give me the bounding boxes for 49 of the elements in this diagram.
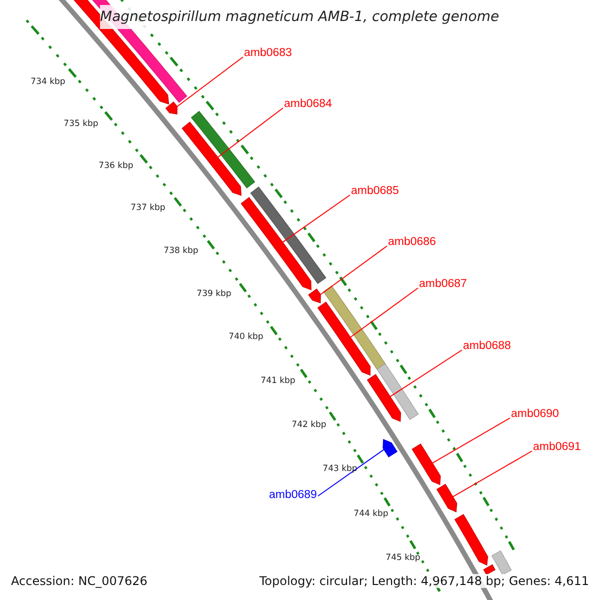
title: Magnetospirillum magneticum AMB-1, complete genome <box>100 5 498 29</box>
gene-label: amb0689 <box>269 488 317 502</box>
gene-bar <box>323 285 386 370</box>
leader-line <box>282 194 350 243</box>
gene-bar <box>250 186 326 284</box>
gene-label: amb0684 <box>284 97 332 111</box>
scale-label: 736 kbp <box>98 161 134 171</box>
leader-line <box>432 418 510 464</box>
leader-line <box>390 350 462 398</box>
scale-label: 739 kbp <box>196 289 232 299</box>
gene-feature <box>382 438 398 458</box>
gene-bar <box>491 550 512 576</box>
scale-label: 743 kbp <box>322 464 358 474</box>
leader-line <box>176 56 244 107</box>
gene-feature <box>317 302 371 376</box>
gene-feature <box>182 122 242 196</box>
gene-feature <box>454 514 488 566</box>
gene-label: amb0690 <box>511 407 559 421</box>
leader-line <box>320 246 388 295</box>
gene-feature <box>240 197 312 290</box>
scale-label: 737 kbp <box>130 203 166 213</box>
gene-feature <box>165 102 178 115</box>
scale-label: 744 kbp <box>354 509 388 519</box>
gene-feature <box>412 443 441 486</box>
leader-line <box>217 108 284 158</box>
gene-bar <box>376 363 419 420</box>
gene-feature <box>436 484 458 512</box>
leader-line <box>452 450 532 498</box>
gene-feature <box>367 374 401 422</box>
leader-line <box>350 288 418 338</box>
footer-text: Topology: circular; Length: 4,967,148 bp; Genes: 4,611 <box>257 574 591 588</box>
gene-label: amb0685 <box>351 184 399 198</box>
scale-label: 738 kbp <box>164 246 198 256</box>
gene-label: amb0687 <box>419 277 467 291</box>
leader-line <box>317 449 384 496</box>
footer-text: Accession: NC_007626 <box>9 574 150 588</box>
gene-label: amb0683 <box>244 46 292 60</box>
gene-label: amb0688 <box>463 339 511 353</box>
scale-label: 734 kbp <box>30 77 66 87</box>
scale-label: 735 kbp <box>64 119 98 129</box>
scale-label: 740 kbp <box>228 332 264 342</box>
gene-feature <box>483 564 496 575</box>
scale-label: 741 kbp <box>260 376 296 386</box>
gene-bar <box>191 110 256 188</box>
gene-feature <box>308 288 321 304</box>
scale-label: 745 kbp <box>386 553 420 563</box>
gene-label: amb0686 <box>388 235 436 249</box>
gene-label: amb0691 <box>533 440 581 454</box>
scale-label: 742 kbp <box>292 420 326 430</box>
